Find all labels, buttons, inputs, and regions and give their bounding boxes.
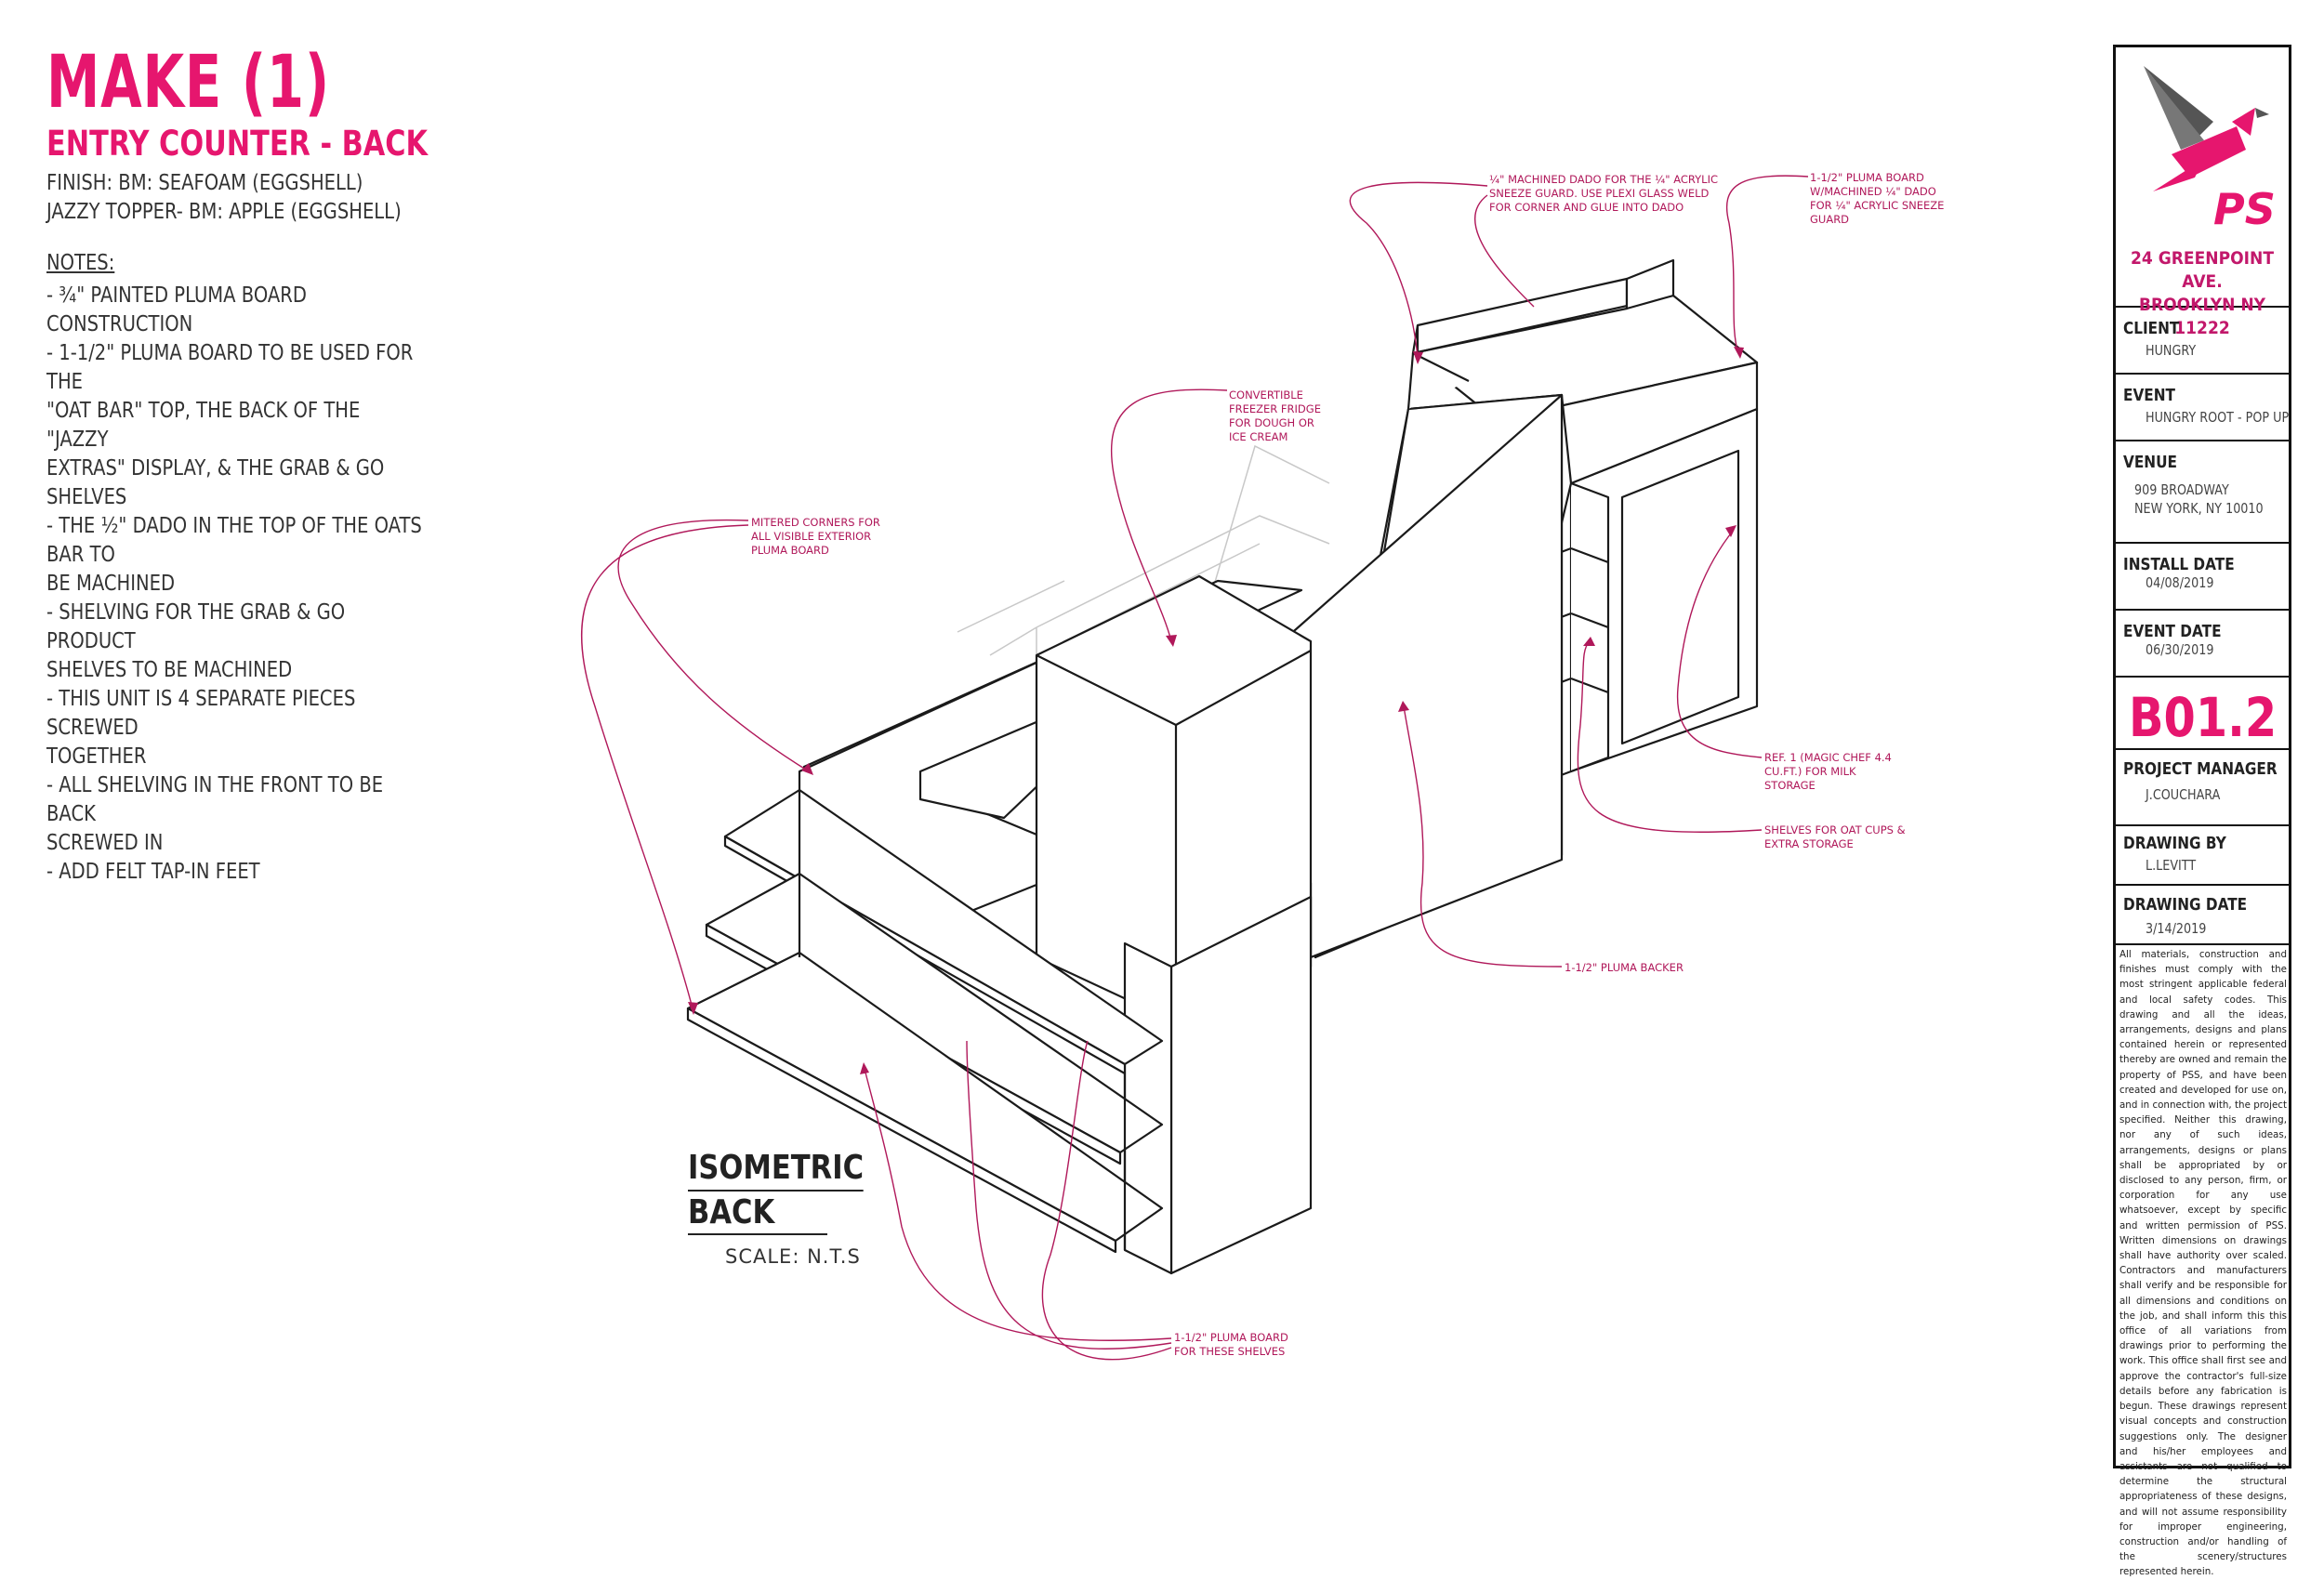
- studio-address: 24 GREENPOINT AVE. BROOKLYN NY 11222: [2124, 247, 2279, 340]
- project-manager-value: J.COUCHARA: [2146, 786, 2221, 803]
- client-cell: CLIENT HUNGRY: [2116, 308, 2289, 375]
- note-line: - THE ½" DADO IN THE TOP OF THE OATS BAR…: [46, 514, 422, 567]
- venue-cell: VENUE 909 BROADWAY NEW YORK, NY 10010: [2116, 441, 2289, 544]
- annotation-line: EXTRA STORAGE: [1764, 837, 1854, 850]
- drawing-date-label: DRAWING DATE: [2123, 895, 2248, 915]
- address-line: 24 GREENPOINT AVE.: [2130, 248, 2275, 292]
- annotation-line: MITERED CORNERS FOR: [751, 516, 880, 529]
- sheet-number: B01.2: [2128, 686, 2278, 749]
- view-title-line-2: BACK: [688, 1193, 775, 1231]
- leader-arrowheads: [688, 347, 1744, 1074]
- annotation-line: ¼" MACHINED DADO FOR THE ¼" ACRYLIC: [1489, 173, 1719, 186]
- annotation-line: 1-1/2" PLUMA BACKER: [1565, 961, 1684, 974]
- annotation-line: FOR CORNER AND GLUE INTO DADO: [1489, 201, 1684, 214]
- annotation-line: REF. 1 (MAGIC CHEF 4.4: [1764, 751, 1892, 764]
- project-manager-cell: PROJECT MANAGER J.COUCHARA: [2116, 750, 2289, 826]
- annotation-line: FREEZER FRIDGE: [1229, 402, 1321, 415]
- annotation-line: 1-1/2" PLUMA BOARD: [1174, 1331, 1288, 1344]
- note-line: SHELVES TO BE MACHINED: [46, 658, 293, 682]
- logo-cell: PS 24 GREENPOINT AVE. BROOKLYN NY 11222: [2116, 47, 2289, 338]
- leader-lines: [581, 175, 1809, 1361]
- drawing-date-value: 3/14/2019: [2146, 920, 2207, 937]
- event-date-value: 06/30/2019: [2146, 641, 2214, 658]
- notes-list: - ¾" PAINTED PLUMA BOARD CONSTRUCTION - …: [46, 282, 426, 887]
- install-date-value: 04/08/2019: [2146, 574, 2214, 591]
- install-date-label: INSTALL DATE: [2123, 555, 2235, 574]
- install-date-cell: INSTALL DATE 04/08/2019: [2116, 544, 2289, 611]
- note-line: - SHELVING FOR THE GRAB & GO PRODUCT: [46, 600, 346, 653]
- annotation-line: FOR THESE SHELVES: [1174, 1345, 1286, 1358]
- client-label: CLIENT: [2123, 319, 2180, 338]
- note-line: BE MACHINED: [46, 572, 176, 596]
- drawing-date-cell: DRAWING DATE 3/14/2019: [2116, 886, 2289, 945]
- finish-line-1: FINISH: BM: SEAFOAM (EGGSHELL): [46, 171, 363, 195]
- venue-line-2: NEW YORK, NY 10010: [2134, 500, 2264, 517]
- drawing-title: MAKE (1): [46, 41, 330, 125]
- annotation-line: FOR ¼" ACRYLIC SNEEZE: [1810, 199, 1945, 212]
- scale-label: SCALE: N.T.S: [725, 1245, 861, 1268]
- notes-heading: NOTES:: [46, 251, 115, 275]
- annotation-freezer: CONVERTIBLE FREEZER FRIDGE FOR DOUGH OR …: [1229, 388, 1321, 444]
- note-line: EXTRAS" DISPLAY, & THE GRAB & GO SHELVES: [46, 456, 385, 509]
- annotation-mitered: MITERED CORNERS FOR ALL VISIBLE EXTERIOR…: [751, 516, 880, 558]
- annotation-line: PLUMA BOARD: [751, 544, 829, 557]
- annotation-line: ICE CREAM: [1229, 430, 1288, 443]
- drawing-by-label: DRAWING BY: [2123, 834, 2226, 853]
- note-line: - ALL SHELVING IN THE FRONT TO BE BACK: [46, 773, 384, 826]
- finish-line-2: JAZZY TOPPER- BM: APPLE (EGGSHELL): [46, 200, 402, 224]
- annotation-bottom-shelves: 1-1/2" PLUMA BOARD FOR THESE SHELVES: [1174, 1331, 1288, 1359]
- event-label: EVENT: [2123, 386, 2175, 405]
- annotation-line: CU.FT.) FOR MILK: [1764, 765, 1856, 778]
- annotation-line: ALL VISIBLE EXTERIOR: [751, 530, 872, 543]
- isometric-drawing: [581, 175, 1809, 1361]
- title-block: PS 24 GREENPOINT AVE. BROOKLYN NY 11222 …: [2113, 45, 2291, 1577]
- sheet-number-cell: B01.2: [2116, 678, 2289, 750]
- note-line: - THIS UNIT IS 4 SEPARATE PIECES SCREWED: [46, 687, 356, 740]
- disclaimer-text: All materials, construction and finishes…: [2119, 949, 2287, 1578]
- annotation-line: SHELVES FOR OAT CUPS &: [1764, 823, 1906, 836]
- note-line: SCREWED IN: [46, 831, 164, 855]
- annotation-shelves: SHELVES FOR OAT CUPS & EXTRA STORAGE: [1764, 823, 1906, 851]
- annotation-fridge: REF. 1 (MAGIC CHEF 4.4 CU.FT.) FOR MILK …: [1764, 751, 1892, 793]
- note-line: TOGETHER: [46, 744, 147, 769]
- drawing-subtitle: ENTRY COUNTER - BACK: [46, 124, 429, 164]
- annotation-dado: ¼" MACHINED DADO FOR THE ¼" ACRYLIC SNEE…: [1489, 173, 1718, 215]
- drawing-by-value: L.LEVITT: [2146, 857, 2197, 874]
- annotation-line: CONVERTIBLE: [1229, 388, 1303, 402]
- note-line: - ¾" PAINTED PLUMA BOARD CONSTRUCTION: [46, 283, 307, 336]
- annotation-line: GUARD: [1810, 213, 1850, 226]
- annotation-line: W/MACHINED ¼" DADO: [1810, 185, 1936, 198]
- event-cell: EVENT HUNGRY ROOT - POP UP: [2116, 375, 2289, 441]
- annotation-line: SNEEZE GUARD. USE PLEXI GLASS WELD: [1489, 187, 1710, 200]
- address-line: BROOKLYN NY 11222: [2138, 295, 2266, 338]
- client-value: HUNGRY: [2146, 342, 2197, 359]
- note-line: "OAT BAR" TOP, THE BACK OF THE "JAZZY: [46, 399, 361, 452]
- event-value: HUNGRY ROOT - POP UP: [2146, 409, 2290, 426]
- drawing-by-cell: DRAWING BY L.LEVITT: [2116, 826, 2289, 886]
- venue-line-1: 909 BROADWAY: [2134, 481, 2229, 498]
- note-line: - 1-1/2" PLUMA BOARD TO BE USED FOR THE: [46, 341, 414, 394]
- event-date-label: EVENT DATE: [2123, 622, 2222, 641]
- view-title-underline: [688, 1233, 827, 1235]
- grab-and-go-shelves: [686, 788, 1313, 1275]
- annotation-line: FOR DOUGH OR: [1229, 416, 1314, 429]
- annotation-line: 1-1/2" PLUMA BOARD: [1810, 171, 1924, 184]
- view-title: ISOMETRIC BACK: [688, 1147, 865, 1234]
- counter-body: [798, 258, 1759, 1024]
- event-date-cell: EVENT DATE 06/30/2019: [2116, 611, 2289, 678]
- bird-logo-icon: PS: [2144, 66, 2276, 234]
- annotation-line: STORAGE: [1764, 779, 1816, 792]
- note-line: - ADD FELT TAP-IN FEET: [46, 860, 260, 884]
- project-manager-label: PROJECT MANAGER: [2123, 759, 2278, 779]
- annotation-backer: 1-1/2" PLUMA BACKER: [1565, 961, 1684, 975]
- venue-label: VENUE: [2123, 453, 2177, 472]
- logo-text: PS: [2213, 184, 2276, 234]
- view-title-line-1: ISOMETRIC: [688, 1147, 865, 1192]
- annotation-pluma-board: 1-1/2" PLUMA BOARD W/MACHINED ¼" DADO FO…: [1810, 171, 1944, 227]
